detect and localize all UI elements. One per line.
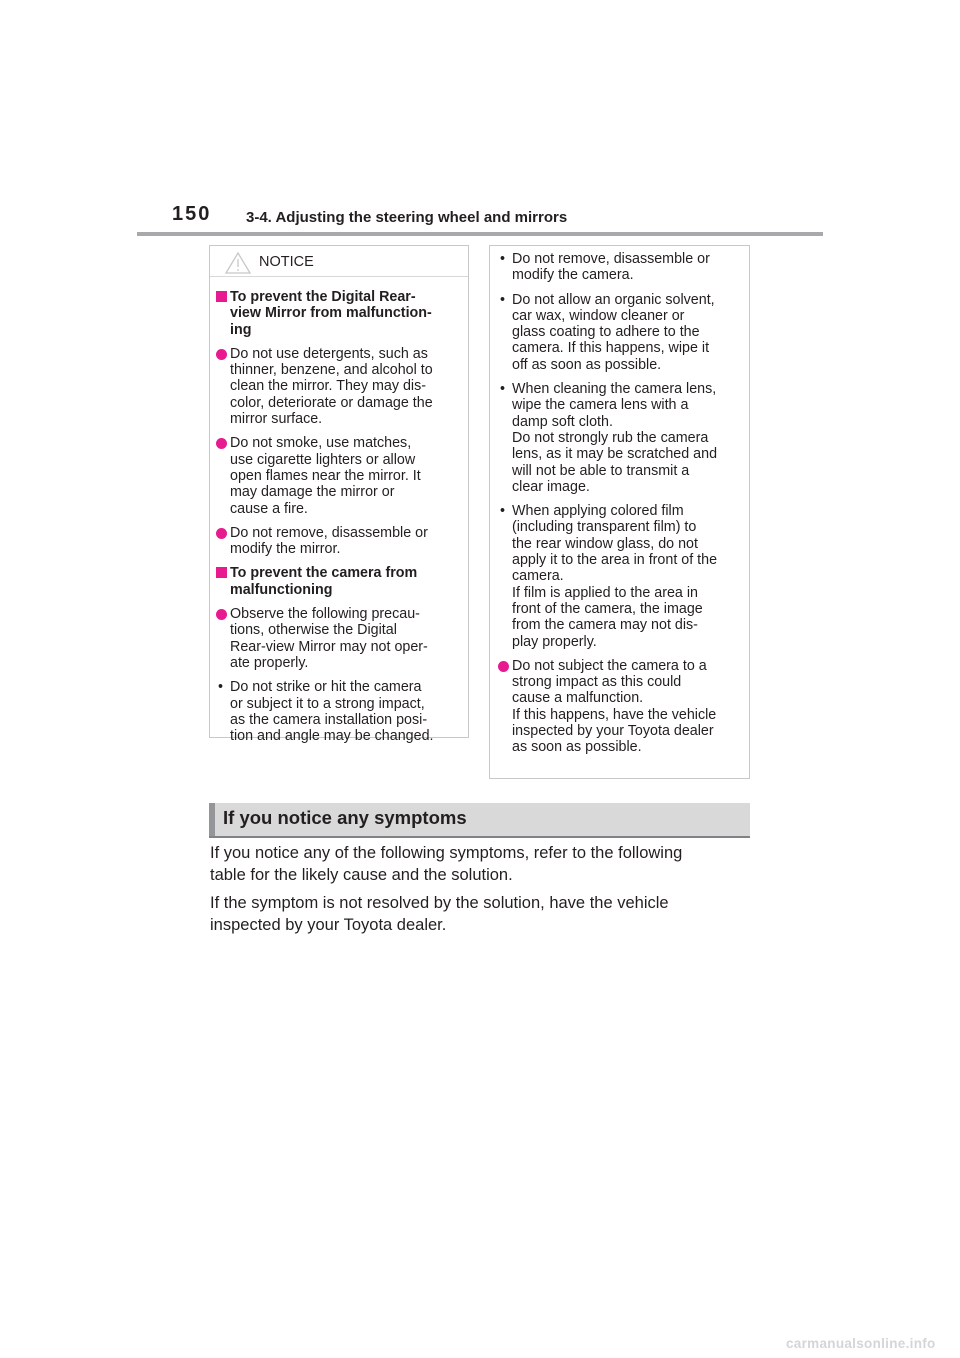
dot-marker-icon	[216, 348, 227, 360]
left-item-text: Do not smoke, use matches, use cigarette…	[230, 435, 421, 517]
notice-right-list: • Do not remove, disassemble or modify th…	[490, 246, 749, 756]
right-item: • Do not allow an organic solvent, car wa…	[498, 292, 742, 373]
left-item: To prevent the camera from malfunctionin…	[216, 565, 461, 598]
left-item-text: Do not remove, disassemble or modify the…	[230, 524, 428, 558]
right-item: Do not subject the camera to a strong im…	[498, 658, 742, 756]
square-marker-icon	[216, 291, 227, 302]
section-title: 3-4. Adjusting the steering wheel and mi…	[246, 209, 568, 226]
left-item-text: Do not use detergents, such as thinner, …	[230, 345, 433, 428]
left-item: To prevent the Digital Rear- view Mirror…	[216, 289, 461, 338]
bullet-marker: •	[500, 381, 506, 398]
warning-triangle-icon	[225, 252, 251, 274]
dot-marker-icon	[216, 438, 227, 450]
right-item: • Do not remove, disassemble or modify th…	[498, 251, 742, 284]
left-item: Do not use detergents, such as thinner, …	[216, 346, 461, 427]
right-item: • When applying colored film (including t…	[498, 503, 742, 650]
heading-accent	[209, 803, 215, 836]
symptoms-heading: If you notice any symptoms	[209, 803, 750, 838]
symptoms-paragraph-2: If the symptom is not resolved by the so…	[210, 894, 669, 934]
dot-marker-icon	[498, 660, 509, 672]
left-item-text: To prevent the camera from malfunctionin…	[230, 565, 418, 598]
right-item: • When cleaning the camera lens, wipe the…	[498, 381, 742, 495]
right-item-text: Do not subject the camera to a strong im…	[512, 657, 717, 756]
symptoms-heading-text: If you notice any symptoms	[223, 807, 467, 828]
watermark: carmanualsonline.info	[786, 1336, 936, 1351]
left-item: Observe the following precau- tions, oth…	[216, 606, 461, 671]
right-item-text: Do not allow an organic solvent, car wax…	[512, 291, 715, 373]
notice-box-left: NOTICE To prevent the Digital Rear- view…	[209, 245, 469, 744]
right-item-text: Do not remove, disassemble or modify the…	[512, 251, 710, 284]
bullet-marker: •	[500, 291, 506, 308]
bullet-marker: •	[500, 251, 506, 267]
notice-label: NOTICE	[259, 254, 314, 270]
bullet-marker: •	[218, 679, 224, 696]
right-item-text: When cleaning the camera lens, wipe the …	[512, 381, 718, 495]
notice-box-right: • Do not remove, disassemble or modify th…	[489, 245, 750, 779]
left-item-text: Do not strike or hit the camera or subje…	[230, 679, 434, 745]
left-item: Do not smoke, use matches, use cigarette…	[216, 435, 461, 517]
square-marker-icon	[216, 567, 227, 579]
left-item: • Do not strike or hit the camera or subj…	[216, 679, 461, 744]
dot-marker-icon	[216, 609, 227, 621]
right-item-text: When applying colored film (including tr…	[512, 503, 718, 650]
page-number: 150	[172, 203, 212, 225]
notice-header: NOTICE	[210, 246, 468, 277]
notice-left-list: To prevent the Digital Rear- view Mirror…	[210, 277, 468, 744]
symptoms-paragraph-1: If you notice any of the following sympt…	[210, 844, 683, 884]
left-item-text: Observe the following precau- tions, oth…	[230, 606, 428, 671]
dot-marker-icon	[216, 527, 227, 539]
left-item-text: To prevent the Digital Rear- view Mirror…	[230, 289, 432, 338]
header-rule	[137, 232, 823, 236]
bullet-marker: •	[500, 503, 506, 520]
left-item: Do not remove, disassemble or modify the…	[216, 525, 461, 558]
